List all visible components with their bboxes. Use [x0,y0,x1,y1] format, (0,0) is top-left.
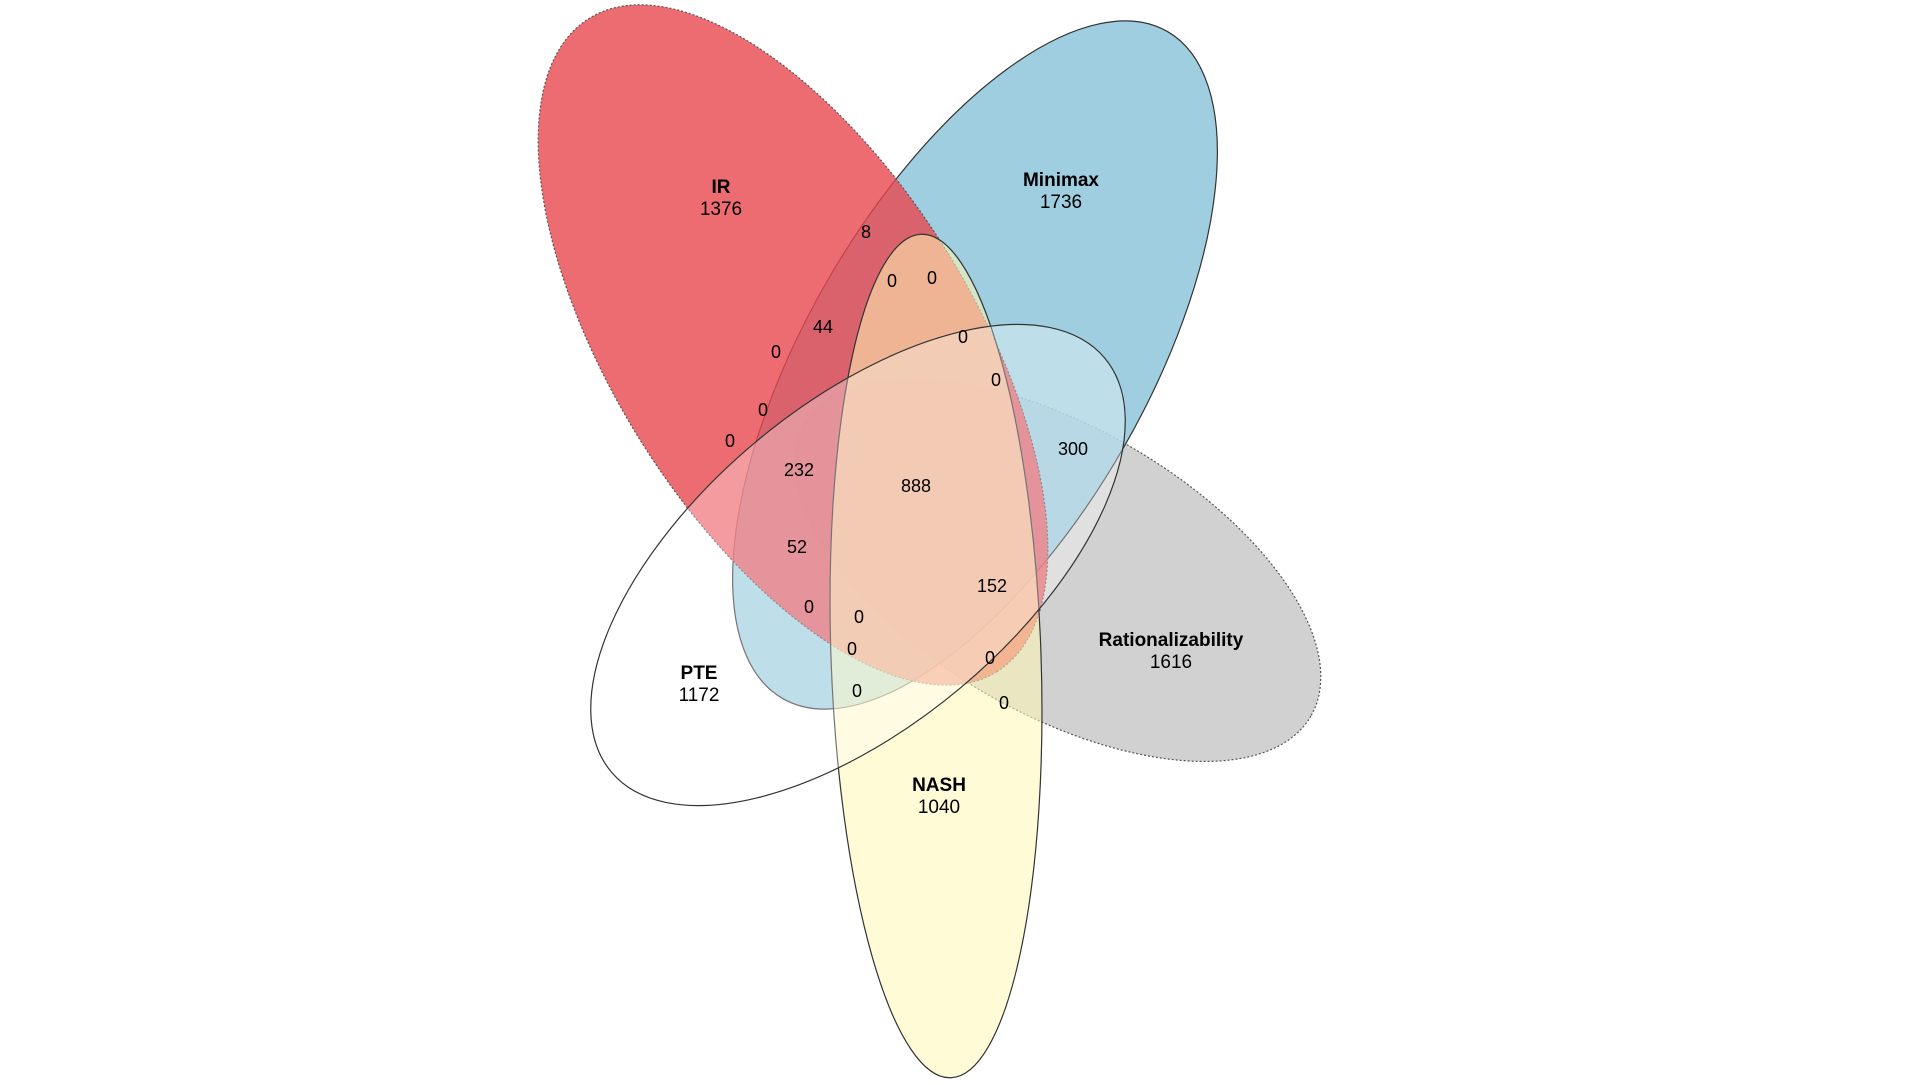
set-total-pte: 1172 [679,685,720,706]
region-count: 0 [852,681,862,701]
region-count: 0 [985,648,995,668]
region-count: 0 [771,342,781,362]
region-count: 0 [847,639,857,659]
set-total-minimax: 1736 [1040,192,1082,213]
region-count: 888 [901,476,931,496]
set-label-pte: PTE [681,663,718,684]
set-total-ir: 1376 [700,199,742,220]
region-count: 44 [813,317,833,337]
region-count: 8 [861,222,871,242]
ellipse-nash [829,233,1043,1079]
region-count: 0 [758,400,768,420]
set-label-minimax: Minimax [1023,170,1099,191]
set-total-nash: 1040 [918,797,960,818]
region-count: 52 [787,537,807,557]
set-total-rationalizability: 1616 [1150,652,1192,673]
region-count: 152 [977,576,1007,596]
set-label-rationalizability: Rationalizability [1099,630,1244,651]
region-count: 0 [804,597,814,617]
region-count: 0 [999,693,1009,713]
region-count: 0 [854,607,864,627]
region-count: 0 [725,431,735,451]
region-count: 0 [991,370,1001,390]
region-count: 0 [927,268,937,288]
region-count: 0 [887,271,897,291]
region-count: 232 [784,460,814,480]
set-label-ir: IR [712,177,731,198]
region-count: 300 [1058,439,1088,459]
set-label-nash: NASH [912,775,966,796]
ellipse-pte [590,323,1126,807]
region-count: 0 [958,327,968,347]
